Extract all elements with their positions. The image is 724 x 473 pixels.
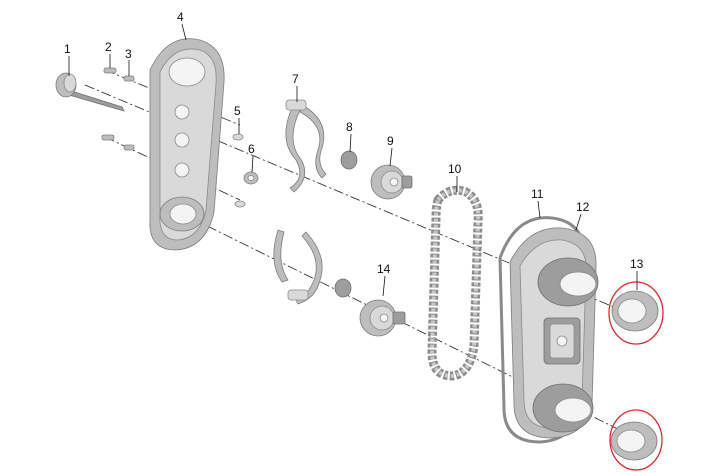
callout-11: 11 — [531, 187, 544, 201]
callout-12: 12 — [576, 200, 590, 214]
callout-3: 3 — [125, 47, 132, 61]
highlight-circle-lower-seal — [609, 409, 663, 471]
part-12-rear-housing — [509, 227, 599, 439]
highlight-circle-upper-seal — [608, 281, 664, 345]
part-9-upper-sprocket — [370, 164, 413, 200]
callout-5: 5 — [234, 104, 241, 118]
part-10-timing-chain — [427, 185, 483, 381]
callout-9: 9 — [387, 134, 394, 148]
callout-10: 10 — [448, 162, 462, 176]
callout-13: 13 — [630, 257, 644, 271]
callout-labels: 1 2 3 4 5 6 7 8 9 10 11 12 13 14 — [64, 10, 644, 276]
part-8-washer — [334, 150, 358, 298]
part-1-shaft-bolt — [55, 72, 125, 112]
part-14-lower-sprocket — [359, 299, 406, 337]
part-7-tensioner-spring — [273, 99, 327, 305]
callout-7: 7 — [292, 72, 299, 86]
callout-4: 4 — [177, 10, 184, 24]
part-13-seals — [610, 290, 659, 461]
callout-14: 14 — [377, 262, 391, 276]
part-4-front-cover — [149, 38, 225, 251]
callout-2: 2 — [105, 40, 112, 54]
highlight-circles — [608, 281, 664, 471]
leader-lines — [68, 23, 638, 297]
callout-1: 1 — [64, 42, 71, 56]
callout-8: 8 — [346, 120, 353, 134]
callout-6: 6 — [248, 142, 255, 156]
parts-5-6-pins-washer — [232, 133, 259, 208]
